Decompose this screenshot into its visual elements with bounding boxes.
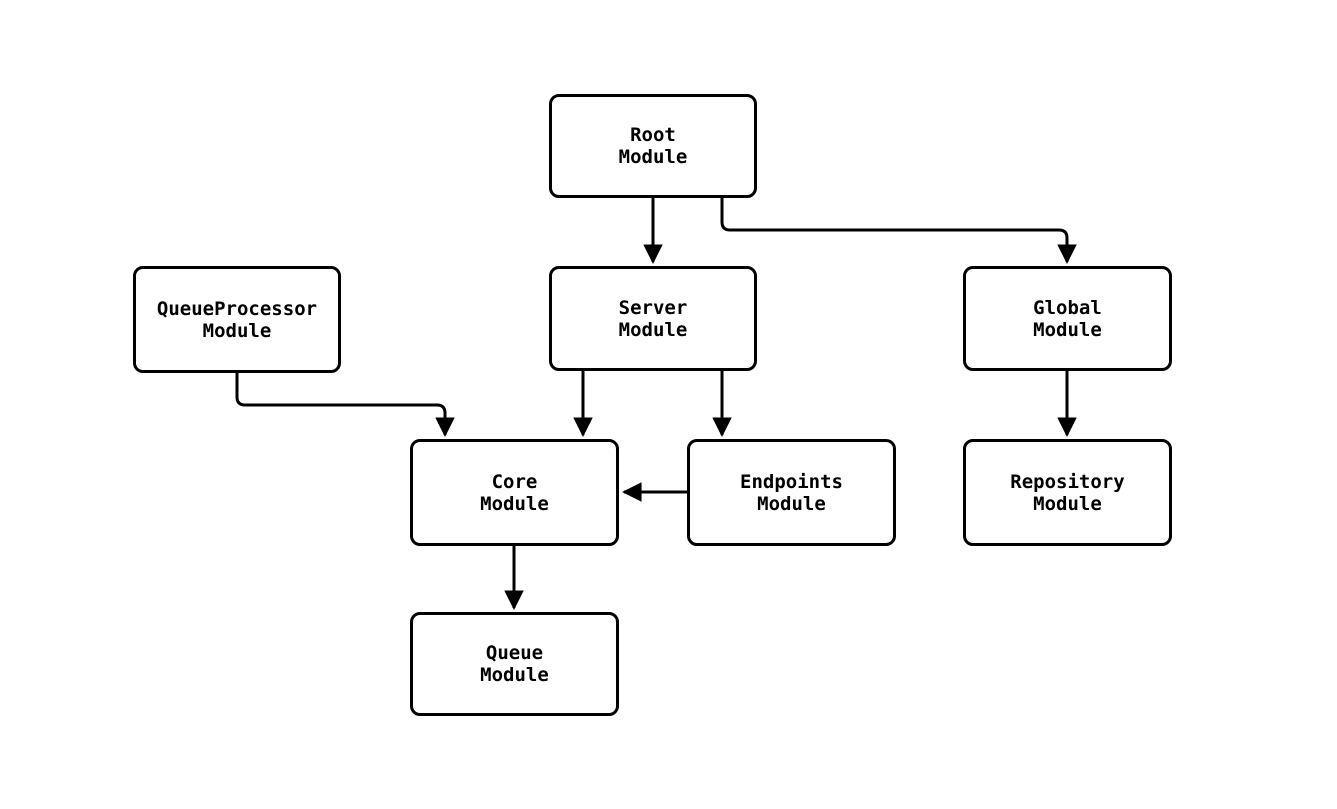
edge-queueprocessor-to-core (235, 373, 455, 437)
edge-root-to-global (720, 198, 1077, 264)
node-endpoints-module-label: Endpoints Module (740, 470, 843, 515)
node-root-module: Root Module (549, 94, 757, 198)
node-queue-module: Queue Module (410, 612, 619, 716)
node-repository-module-label: Repository Module (1010, 470, 1125, 515)
node-queueprocessor-module-label: QueueProcessor Module (156, 297, 318, 342)
node-queueprocessor-module: QueueProcessor Module (133, 266, 341, 373)
node-root-module-label: Root Module (618, 124, 688, 168)
node-repository-module: Repository Module (963, 439, 1172, 546)
node-server-module: Server Module (549, 266, 757, 371)
node-queue-module-label: Queue Module (480, 642, 549, 686)
node-global-module: Global Module (963, 266, 1172, 371)
node-core-module: Core Module (410, 439, 619, 546)
node-server-module-label: Server Module (618, 296, 688, 341)
node-endpoints-module: Endpoints Module (687, 439, 896, 546)
node-global-module-label: Global Module (1033, 296, 1102, 341)
node-core-module-label: Core Module (480, 470, 549, 515)
